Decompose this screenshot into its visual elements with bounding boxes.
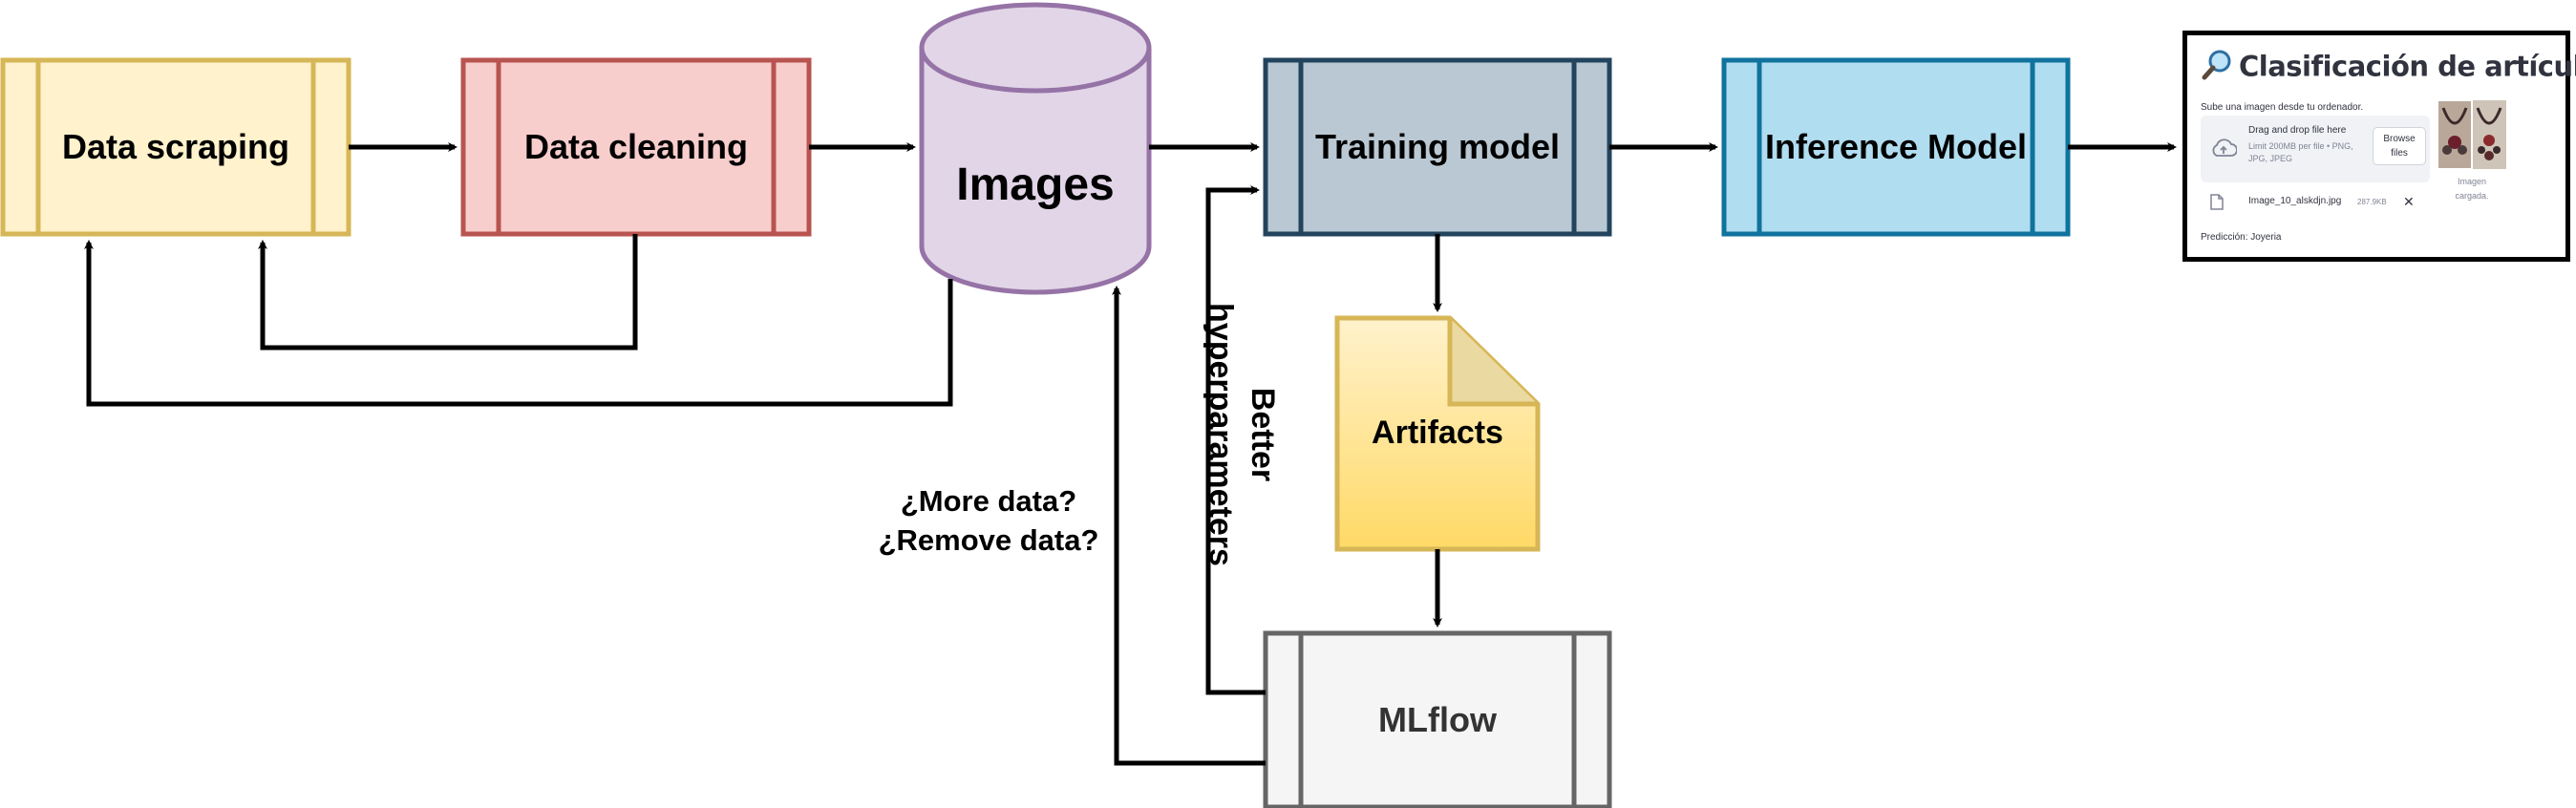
- images-database-node: [919, 2, 1152, 295]
- upload-label: Sube una imagen desde tu ordenador.: [2201, 102, 2364, 113]
- browse-files-button[interactable]: Browse files: [2373, 127, 2426, 165]
- file-icon: [2210, 194, 2224, 215]
- artifacts-node: [1334, 315, 1541, 552]
- artifacts-label: Artifacts: [1372, 414, 1503, 451]
- drop-limit-text: Limit 200MB per file • PNG, JPG, JPEG: [2248, 141, 2353, 163]
- app-title: Clasificación de artículos: [2201, 49, 2576, 88]
- more-data-text: ¿More data?: [900, 484, 1077, 518]
- training-model-label: Training model: [1314, 127, 1561, 166]
- arrow-mlflow-to-images: [1112, 286, 1266, 766]
- file-name: Image_10_alskdjn.jpg: [2248, 196, 2342, 206]
- arrow-cleaning-back-to-scraping: [258, 234, 638, 351]
- better-text: Better: [1245, 387, 1281, 482]
- uploaded-image-thumbnail: [2437, 99, 2506, 170]
- thumbnail-caption-line1: Imagen: [2457, 177, 2487, 186]
- mlflow-node: [1263, 630, 1612, 808]
- browse-label: Browse: [2383, 134, 2416, 144]
- data-scraping-node: [0, 57, 351, 237]
- images-label: Images: [956, 159, 1115, 210]
- more-remove-data-annotation: ¿More data? ¿Remove data?: [864, 478, 1113, 563]
- magnifier-icon: [2201, 49, 2233, 88]
- thumbnail-caption: Imagen cargada.: [2441, 175, 2502, 203]
- hyperparameters-text: hyperparameters: [1203, 303, 1239, 566]
- data-scraping-label: Data scraping: [61, 127, 290, 166]
- uploaded-file-row: Image_10_alskdjn.jpg 287.9KB ✕: [2201, 190, 2430, 215]
- app-title-text: Clasificación de artículos: [2239, 50, 2576, 83]
- file-size: 287.9KB: [2357, 198, 2387, 206]
- thumbnail-caption-line2: cargada.: [2455, 191, 2489, 201]
- mlflow-label: MLflow: [1378, 700, 1497, 739]
- data-cleaning-label: Data cleaning: [523, 127, 749, 166]
- cloud-upload-icon: [2210, 138, 2238, 162]
- data-cleaning-node: [460, 57, 812, 237]
- browse-label-files: files: [2391, 148, 2408, 159]
- inference-model-label: Inference Model: [1764, 127, 2028, 166]
- classification-app-window: Clasificación de artículos Sube una imag…: [2182, 31, 2576, 262]
- better-hyperparameters-annotation: Better hyperparameters: [1194, 291, 1289, 578]
- arrow-images-back-to-scraping: [84, 240, 953, 407]
- arrow-mlflow-to-training: [1205, 185, 1266, 695]
- remove-data-text: ¿Remove data?: [878, 523, 1099, 557]
- inference-model-node: [1721, 57, 2071, 237]
- prediction-text: Predicción: Joyeria: [2201, 232, 2282, 243]
- remove-file-icon[interactable]: ✕: [2403, 194, 2415, 209]
- file-dropzone[interactable]: Drag and drop file here Limit 200MB per …: [2201, 116, 2430, 182]
- drop-title: Drag and drop file here: [2248, 125, 2347, 136]
